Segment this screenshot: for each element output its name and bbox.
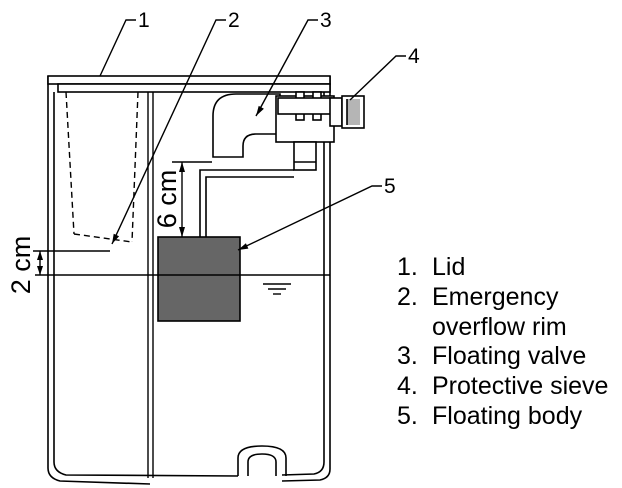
dimension-6cm <box>172 161 212 237</box>
water-level-symbol <box>263 283 291 295</box>
callout-1: 1 <box>138 9 150 32</box>
dimension-2cm <box>33 250 110 275</box>
leader-2 <box>111 19 226 245</box>
leader-3 <box>255 19 318 117</box>
callout-4: 4 <box>408 45 420 68</box>
legend-number: 2. <box>397 283 418 311</box>
legend-label: Lid <box>432 253 465 281</box>
legend: 1. Lid 2. Emergency overflow rim 3. Floa… <box>397 253 608 430</box>
legend-label: overflow rim <box>432 313 567 341</box>
tank-outer-wall <box>47 76 331 485</box>
callout-3: 3 <box>320 9 332 32</box>
legend-label: Floating valve <box>432 342 586 370</box>
floating-body <box>157 236 241 322</box>
tank-inner-wall <box>53 92 325 477</box>
arrowhead-5 <box>238 243 249 250</box>
arrowhead-3 <box>256 105 264 116</box>
legend-label: Protective sieve <box>432 372 608 400</box>
lid <box>47 75 331 93</box>
legend-number: 4. <box>397 372 418 400</box>
emergency-overflow-rim <box>65 91 139 243</box>
bottom-notch-inner <box>247 453 277 476</box>
legend-number: 3. <box>397 342 418 370</box>
legend-label: Emergency <box>432 283 559 311</box>
leader-5 <box>237 185 382 251</box>
arrowhead-2 <box>112 233 120 244</box>
float-arm <box>199 169 294 237</box>
legend-number: 1. <box>397 253 418 281</box>
callout-5: 5 <box>384 175 396 198</box>
legend-label: Floating body <box>432 402 583 430</box>
floating-valve <box>212 91 343 171</box>
dimension-label-6cm: 6 cm <box>152 170 182 229</box>
dimension-label-2cm: 2 cm <box>6 236 36 295</box>
protective-sieve <box>341 95 365 129</box>
leader-4 <box>349 55 406 101</box>
leader-1 <box>99 19 136 77</box>
legend-number: 5. <box>397 402 418 430</box>
internal-divider <box>147 92 154 478</box>
bottom-notch <box>237 445 287 476</box>
callout-2: 2 <box>228 9 240 32</box>
